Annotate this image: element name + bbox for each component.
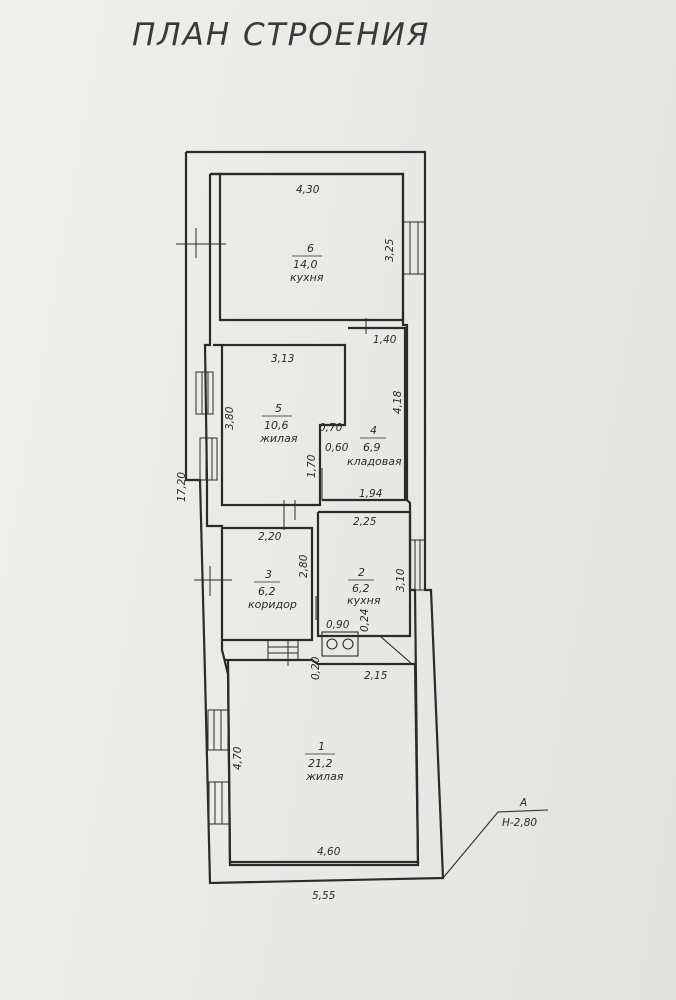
dim-room-5-height: 3,80 bbox=[224, 406, 236, 430]
dim-room-4-width-top: 1,40 bbox=[373, 334, 397, 346]
room-6-label: 6 14,0 кухня bbox=[290, 242, 324, 284]
room-3-area: 6,2 bbox=[258, 585, 276, 598]
window-room-3-passage bbox=[267, 639, 299, 661]
plan-title: ПЛАН СТРОЕНИЯ bbox=[132, 17, 430, 53]
room-6-name: кухня bbox=[290, 271, 324, 284]
dim-step-width: 0,70 bbox=[319, 422, 343, 434]
room-5-number: 5 bbox=[275, 402, 282, 415]
room-4-area: 6,9 bbox=[363, 441, 381, 454]
room-3-label: 3 6,2 коридор bbox=[248, 568, 297, 611]
window-room-2 bbox=[409, 539, 426, 591]
dim-room-6-width: 4,30 bbox=[296, 184, 320, 196]
stove-burner-left bbox=[326, 638, 338, 650]
dim-room-2-width: 2,25 bbox=[353, 516, 377, 528]
room-5-walls bbox=[213, 343, 347, 507]
marker-leader-line bbox=[442, 809, 549, 879]
window-room-1-upper bbox=[207, 709, 229, 751]
dim-room-1-width: 4,60 bbox=[317, 846, 341, 858]
stove bbox=[321, 631, 359, 657]
outer-wall-outer-line bbox=[184, 150, 445, 885]
room-2-label: 2 6,2 кухня bbox=[347, 566, 381, 607]
room-3-walls bbox=[222, 526, 314, 642]
room-2-walls bbox=[316, 510, 412, 638]
room-5-name: жилая bbox=[259, 432, 298, 445]
room-4-walls bbox=[322, 326, 407, 502]
outer-wall-inner-line bbox=[203, 172, 420, 867]
partition-diagonal bbox=[379, 635, 413, 665]
dim-room-1-height: 4,70 bbox=[232, 746, 244, 770]
room-1-label: 1 21,2 жилая bbox=[305, 740, 344, 783]
window-room-1-lower bbox=[208, 781, 230, 825]
marker-height: Н-2,80 bbox=[502, 817, 537, 829]
dim-room-4-width-bottom: 1,94 bbox=[359, 488, 382, 500]
room-5-label: 5 10,6 жилая bbox=[259, 402, 298, 445]
room-1-walls bbox=[225, 658, 420, 864]
dim-room-3-width: 2,20 bbox=[258, 531, 282, 543]
dim-room-5-width: 3,13 bbox=[271, 353, 294, 365]
room-3-name: коридор bbox=[248, 598, 297, 611]
dim-room-6-height: 3,25 bbox=[384, 238, 396, 262]
window-room-6 bbox=[402, 221, 426, 275]
dim-step-height: 1,70 bbox=[306, 454, 318, 478]
dim-total-length: 17,20 bbox=[176, 472, 188, 502]
dim-partition-thickness: 0,20 bbox=[310, 656, 322, 680]
room-1-name: жилая bbox=[305, 770, 344, 783]
dim-stove-depth: 0,24 bbox=[359, 609, 371, 632]
room-2-name: кухня bbox=[347, 594, 381, 607]
room-3-number: 3 bbox=[265, 568, 272, 581]
room-5-area: 10,6 bbox=[264, 419, 289, 432]
window-room-5-upper bbox=[195, 371, 214, 415]
room-6-number: 6 bbox=[307, 242, 314, 255]
dim-room-2-bottom-width: 2,15 bbox=[364, 670, 388, 682]
dim-room-3-height: 2,80 bbox=[298, 554, 310, 578]
door-marks bbox=[176, 228, 367, 666]
dim-stove-width: 0,90 bbox=[326, 619, 350, 631]
room-6-area: 14,0 bbox=[293, 258, 318, 271]
marker-letter: А bbox=[519, 797, 527, 809]
room-2-area: 6,2 bbox=[352, 582, 370, 595]
room-6-walls bbox=[210, 172, 405, 322]
room-4-number: 4 bbox=[370, 424, 377, 437]
dim-room-2-height: 3,10 bbox=[395, 568, 407, 592]
dim-step-offset: 0,60 bbox=[325, 442, 349, 454]
room-4-name: кладовая bbox=[347, 455, 402, 468]
room-1-area: 21,2 bbox=[308, 757, 333, 770]
room-2-number: 2 bbox=[358, 566, 365, 579]
stove-burner-right bbox=[342, 638, 354, 650]
window-room-5-lower bbox=[199, 437, 218, 481]
dim-room-4-height: 4,18 bbox=[392, 390, 404, 414]
room-4-label: 4 6,9 кладовая bbox=[347, 424, 402, 468]
room-1-number: 1 bbox=[318, 740, 325, 753]
dim-total-width: 5,55 bbox=[312, 890, 336, 902]
